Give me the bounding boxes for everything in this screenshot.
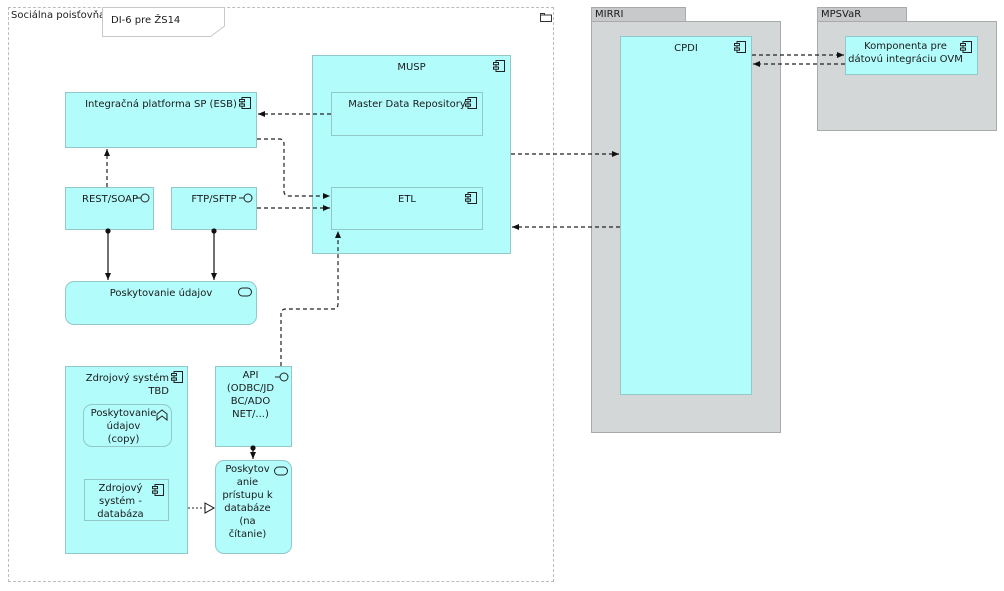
interface-api[interactable]: API (ODBC/JD BC/ADO NET/...) — [215, 366, 292, 447]
service-poskytovanie-pristupu[interactable]: Poskytov anie prístupu k databáze (na čítanie… — [215, 460, 292, 554]
component-master-data-repository[interactable]: Master Data Repository — [331, 92, 483, 136]
component-esb-label: Integračná platforma SP (ESB) — [85, 99, 237, 110]
label-line: API — [242, 370, 259, 381]
note-fold-line — [209, 25, 225, 37]
service-poskytovanie-udajov-label: Poskytovanie údajov — [109, 288, 213, 299]
label-line: Komponenta pre — [864, 41, 947, 52]
component-etl[interactable]: ETL — [331, 187, 483, 230]
interface-rest-soap[interactable]: REST/SOAP — [65, 187, 154, 230]
component-komponenta-label: Komponenta pre dátovú integráciu OVM — [846, 40, 977, 66]
component-mdr-label: Master Data Repository — [348, 99, 466, 110]
interface-api-label: API (ODBC/JD BC/ADO NET/...) — [216, 369, 291, 421]
function-copy-label: Poskytovanie údajov (copy) — [84, 407, 171, 446]
interface-icon — [136, 192, 150, 204]
note-di6[interactable]: DI-6 pre ŽS14 — [102, 7, 225, 37]
component-cpdi[interactable]: CPDI — [620, 36, 752, 395]
function-icon — [155, 409, 169, 421]
group-socialna-poistovna[interactable] — [8, 7, 554, 582]
label-line: Zdrojový — [98, 483, 143, 494]
component-zdrojdb-label: Zdrojový systém - databáza — [85, 482, 168, 521]
component-cpdi-label: CPDI — [674, 43, 698, 54]
label-line: BC/ADO — [230, 396, 271, 407]
label-line: dátovú integráciu OVM — [848, 54, 963, 65]
component-icon — [733, 41, 747, 53]
label-line: systém - — [99, 496, 142, 507]
label-line: (na — [239, 516, 256, 527]
label-line: Poskytov — [225, 464, 270, 475]
label-line: databáze — [224, 503, 271, 514]
label-line: údajov — [106, 421, 141, 432]
interface-icon — [239, 192, 253, 204]
label-line: čítanie) — [228, 529, 267, 540]
service-pristup-label: Poskytov anie prístupu k databáze (na čítanie… — [216, 463, 291, 541]
function-poskytovanie-udajov-copy[interactable]: Poskytovanie údajov (copy) — [83, 404, 172, 447]
group-socialna-poistovna-label: Sociálna poisťovňa — [11, 10, 106, 21]
component-icon — [464, 192, 478, 204]
label-line: (ODBC/JD — [226, 383, 275, 394]
component-icon — [959, 41, 973, 53]
service-icon — [238, 286, 252, 298]
package-mirri-tab[interactable]: MIRRI — [591, 7, 686, 22]
package-mpsvar-tab[interactable]: MPSVaR — [817, 7, 907, 22]
component-icon — [238, 97, 252, 109]
component-esb[interactable]: Integračná platforma SP (ESB) — [65, 92, 257, 148]
label-line: (copy) — [107, 434, 140, 445]
component-zdrojovy-system-tbd-label: Zdrojový systém TBD — [85, 373, 169, 397]
component-zdrojovy-system-tbd[interactable]: Zdrojový systém TBD — [65, 366, 188, 554]
component-komponenta-ovm[interactable]: Komponenta pre dátovú integráciu OVM — [845, 36, 978, 75]
label-line: prístupu k — [222, 490, 273, 501]
component-zdrojovy-system-databaza[interactable]: Zdrojový systém - databáza — [84, 479, 169, 521]
component-musp-label: MUSP — [397, 62, 426, 73]
component-icon — [170, 371, 184, 383]
note-text: DI-6 pre ŽS14 — [111, 15, 181, 26]
component-icon — [151, 484, 165, 496]
component-icon — [492, 60, 506, 72]
folder-icon — [540, 12, 552, 22]
label-line: databáza — [97, 509, 144, 520]
label-line: anie — [236, 477, 259, 488]
service-icon — [274, 465, 288, 477]
label-line: Poskytovanie — [90, 408, 157, 419]
service-poskytovanie-udajov[interactable]: Poskytovanie údajov — [65, 281, 257, 325]
component-etl-label: ETL — [398, 194, 416, 205]
package-mpsvar-label: MPSVaR — [821, 9, 862, 20]
label-line: NET/...) — [232, 409, 269, 420]
component-icon — [464, 97, 478, 109]
interface-ftp-sftp-label: FTP/SFTP — [191, 194, 237, 205]
interface-rest-soap-label: REST/SOAP — [82, 194, 139, 205]
interface-ftp-sftp[interactable]: FTP/SFTP — [171, 187, 257, 230]
package-mirri-label: MIRRI — [595, 9, 624, 20]
interface-icon — [275, 371, 289, 383]
